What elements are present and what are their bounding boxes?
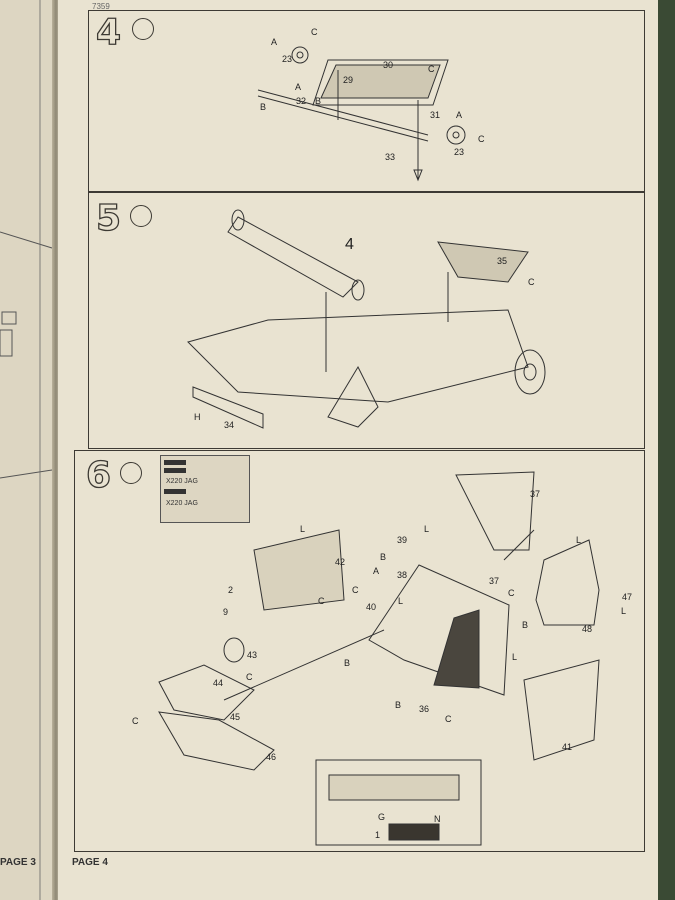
part-34: 34 — [224, 420, 234, 430]
label-l: L — [512, 652, 517, 662]
part-33: 33 — [385, 152, 395, 162]
decal-sheet: X220 JAG X220 JAG — [160, 455, 250, 523]
part-1: 1 — [375, 830, 380, 840]
part-42: 42 — [335, 557, 345, 567]
label-a: A — [271, 37, 277, 47]
label-b: B — [260, 102, 266, 112]
part-23: 23 — [282, 54, 292, 64]
step-6-frame — [74, 450, 645, 852]
step-5-drawing — [187, 209, 546, 429]
step-6-number: 6 — [85, 454, 112, 496]
label-l: L — [576, 535, 581, 545]
part-29: 29 — [343, 75, 353, 85]
step-6-drawing — [158, 471, 600, 846]
glue-icon — [132, 18, 154, 40]
part-43: 43 — [247, 650, 257, 660]
part-46: 46 — [266, 752, 276, 762]
background-edge — [658, 0, 675, 900]
decal-strip — [164, 468, 186, 473]
label-a: A — [456, 110, 462, 120]
label-n: N — [434, 814, 441, 824]
label-c: C — [246, 672, 253, 682]
part-37: 37 — [489, 576, 499, 586]
label-a: A — [295, 82, 301, 92]
decal-plate: X220 JAG — [166, 500, 198, 507]
label-b: B — [522, 620, 528, 630]
part-45: 45 — [230, 712, 240, 722]
label-b: B — [380, 552, 386, 562]
label-b: B — [395, 700, 401, 710]
decal-plate: X220 JAG — [166, 478, 198, 485]
label-l: L — [300, 524, 305, 534]
part-37-box: 37 — [530, 489, 540, 499]
step-4-frame — [88, 10, 645, 192]
decal-strip — [164, 460, 186, 465]
part-48: 48 — [582, 624, 592, 634]
part-30: 30 — [383, 60, 393, 70]
left-page-art — [0, 0, 53, 900]
part-31: 31 — [430, 110, 440, 120]
part-39: 39 — [397, 535, 407, 545]
glue-icon — [120, 462, 142, 484]
step-4-drawing — [257, 46, 466, 182]
step-5-frame — [88, 192, 645, 449]
decal-strip — [164, 489, 186, 494]
label-c: C — [132, 716, 139, 726]
part-44: 44 — [213, 678, 223, 688]
part-40: 40 — [366, 602, 376, 612]
part-32: 32 — [296, 96, 306, 106]
glue-icon — [130, 205, 152, 227]
label-c: C — [478, 134, 485, 144]
label-c: C — [311, 27, 318, 37]
binding-spine — [52, 0, 60, 900]
label-c: C — [318, 596, 325, 606]
label-c: C — [428, 64, 435, 74]
step-4-number: 4 — [95, 11, 122, 53]
part-4: 4 — [345, 236, 354, 253]
label-l: L — [621, 606, 626, 616]
part-36: 36 — [419, 704, 429, 714]
label-c: C — [528, 277, 535, 287]
label-b: B — [315, 96, 321, 106]
label-c: C — [352, 585, 359, 595]
left-page-number: PAGE 3 — [0, 857, 36, 868]
label-c: C — [508, 588, 515, 598]
part-41: 41 — [562, 742, 572, 752]
right-page-number: PAGE 4 — [72, 857, 108, 868]
left-page: PAGE 3 — [0, 0, 56, 900]
label-l: L — [398, 596, 403, 606]
label-g: G — [378, 812, 385, 822]
part-23: 23 — [454, 147, 464, 157]
step-5-number: 5 — [95, 197, 122, 239]
header-code: 7359 — [92, 2, 110, 11]
label-b: B — [344, 658, 350, 668]
label-c: C — [445, 714, 452, 724]
part-9: 9 — [223, 607, 228, 617]
label-a: A — [373, 566, 379, 576]
label-h: H — [194, 412, 201, 422]
part-47: 47 — [622, 592, 632, 602]
label-l: L — [424, 524, 429, 534]
part-35: 35 — [497, 256, 507, 266]
part-2: 2 — [228, 585, 233, 595]
part-38: 38 — [397, 570, 407, 580]
